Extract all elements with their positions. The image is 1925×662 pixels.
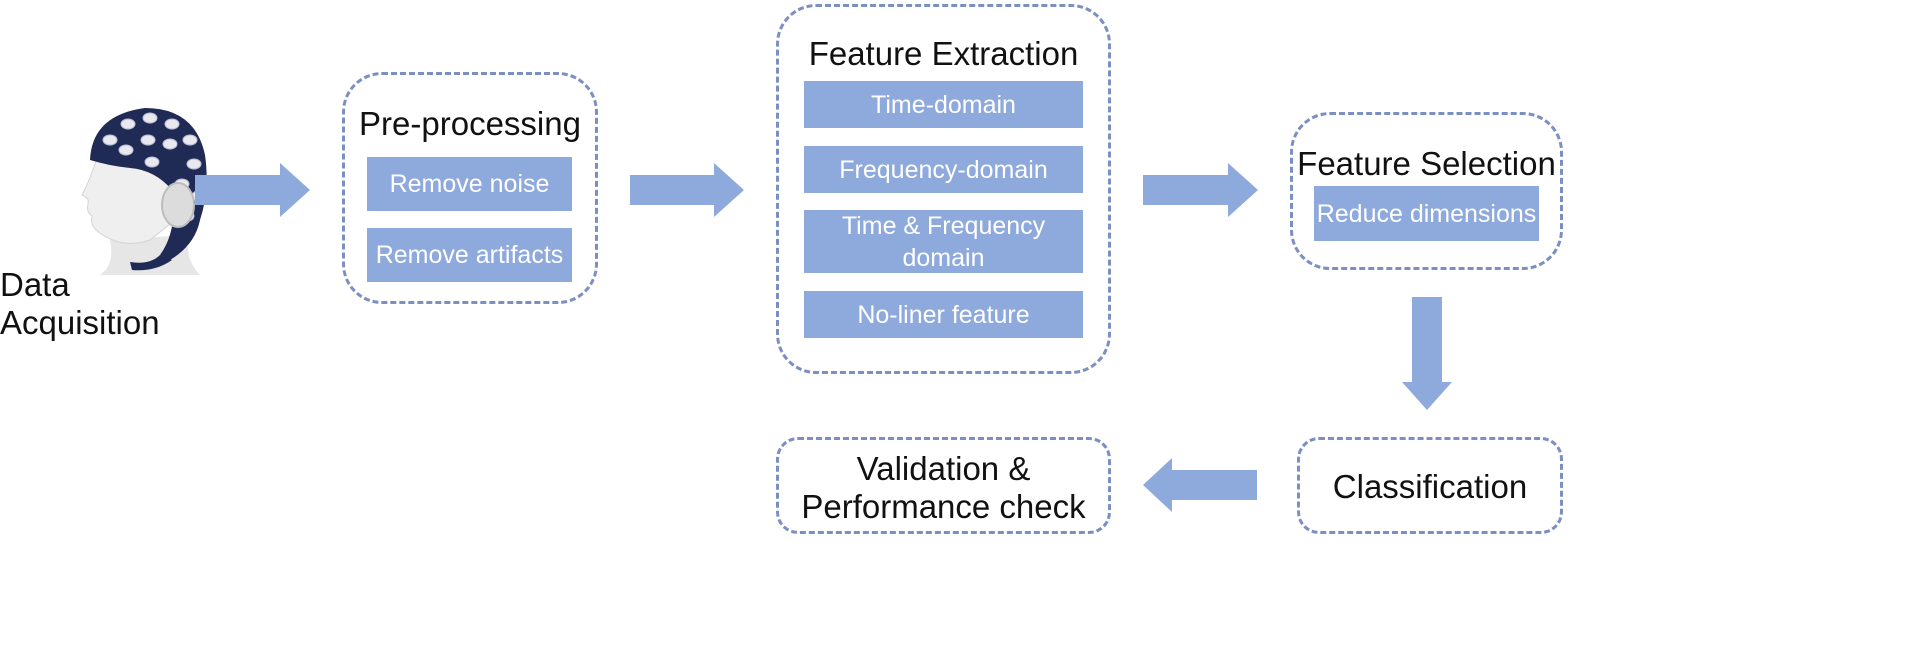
feature-selection-title: Feature Selection <box>1297 145 1556 182</box>
eeg-cap-head-icon <box>81 108 207 275</box>
preprocessing-item-remove-noise: Remove noise <box>367 157 572 211</box>
arrow-acquisition-to-preprocessing <box>195 163 310 217</box>
classification-label: Classification <box>1332 468 1528 505</box>
preprocessing-item-remove-artifacts: Remove artifacts <box>367 228 572 282</box>
feature-item-no-liner-feature: No-liner feature <box>804 291 1083 338</box>
data-acquisition-label: Data Acquisition <box>0 266 160 341</box>
feature-selection-group: Feature Selection <box>1290 112 1563 270</box>
feature-extraction-group: Feature Extraction <box>776 4 1111 374</box>
arrow-extraction-to-selection <box>1143 163 1258 217</box>
arrow-classification-to-validation <box>1143 458 1257 512</box>
preprocessing-group: Pre-processing <box>342 72 598 304</box>
classification-box <box>1297 437 1563 534</box>
validation-box <box>776 437 1111 534</box>
preprocessing-title: Pre-processing <box>359 105 581 142</box>
feature-item-frequency-domain: Frequency-domain <box>804 146 1083 193</box>
feature-item-time-domain: Time-domain <box>804 81 1083 128</box>
validation-label: Validation & Performance check <box>801 450 1086 525</box>
arrow-preprocessing-to-extraction <box>630 163 744 217</box>
feature-item-time-frequency-domain: Time & Frequency domain <box>804 210 1083 273</box>
arrow-selection-to-classification <box>1402 297 1452 410</box>
feature-selection-item-reduce-dimensions: Reduce dimensions <box>1314 186 1539 241</box>
feature-extraction-title: Feature Extraction <box>808 35 1079 72</box>
